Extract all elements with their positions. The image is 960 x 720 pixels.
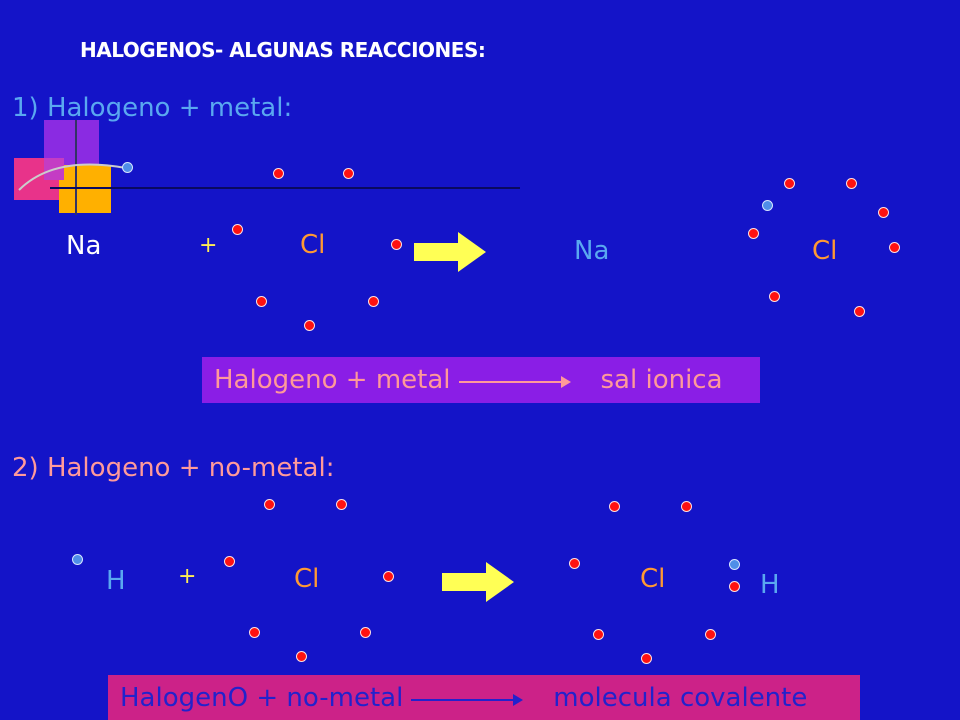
- electron-cl-product-2: [609, 501, 620, 512]
- electron-cl: [304, 320, 315, 331]
- reactant-h-label: H: [106, 566, 126, 596]
- electron-shared-h: [729, 559, 740, 570]
- electron-shared-cl: [729, 581, 740, 592]
- electron-cl-2: [249, 627, 260, 638]
- plus-sign-1: +: [199, 233, 218, 258]
- electron-cl: [273, 168, 284, 179]
- summary-banner-1: Halogeno + metal sal ionica: [202, 357, 760, 403]
- banner2-arrow-icon: [411, 693, 524, 706]
- electron-cl-2: [383, 571, 394, 582]
- electron-cl: [391, 239, 402, 250]
- electron-cl-product: [889, 242, 900, 253]
- product-na-label: Na: [574, 236, 610, 266]
- electron-cl-product: [846, 178, 857, 189]
- reactant-na-label: Na: [66, 231, 102, 261]
- electron-cl-2: [224, 556, 235, 567]
- electron-cl-product: [748, 228, 759, 239]
- reactant-cl-label: Cl: [300, 230, 326, 260]
- divider-line: [50, 187, 520, 189]
- electron-cl-2: [336, 499, 347, 510]
- electron-cl-product: [769, 291, 780, 302]
- banner2-right-text: molecula covalente: [553, 682, 808, 713]
- electron-cl: [368, 296, 379, 307]
- electron-cl-product-2: [593, 629, 604, 640]
- section2-heading: 2) Halogeno + no-metal:: [12, 453, 335, 483]
- decorative-logo-icon: [14, 120, 127, 215]
- reactant-cl-label-2: Cl: [294, 564, 320, 594]
- summary-banner-2: HalogenO + no-metal molecula covalente: [108, 675, 860, 720]
- electron-cl-2: [360, 627, 371, 638]
- electron-cl-product-2: [681, 501, 692, 512]
- reaction-arrow-1-icon: [414, 232, 486, 272]
- product-cl-label: Cl: [812, 236, 838, 266]
- banner1-arrow-icon: [458, 376, 571, 388]
- plus-sign-2: +: [178, 564, 197, 589]
- electron-cl-2: [264, 499, 275, 510]
- electron-cl-product: [784, 178, 795, 189]
- electron-cl-product: [854, 306, 865, 317]
- electron-transferred: [762, 200, 773, 211]
- product-cl-label-2: Cl: [640, 564, 666, 594]
- electron-h: [72, 554, 83, 565]
- reaction-arrow-2-icon: [442, 562, 514, 602]
- product-h-label: H: [760, 570, 780, 600]
- electron-cl-product-2: [705, 629, 716, 640]
- electron-cl-product-2: [569, 558, 580, 569]
- electron-cl-product: [878, 207, 889, 218]
- electron-cl-2: [296, 651, 307, 662]
- electron-na: [122, 162, 133, 173]
- banner1-right-text: sal ionica: [600, 365, 723, 395]
- banner1-left-text: Halogeno + metal: [214, 365, 451, 395]
- electron-cl: [232, 224, 243, 235]
- section1-heading: 1) Halogeno + metal:: [12, 93, 293, 123]
- electron-cl: [343, 168, 354, 179]
- slide-title: HALOGENOS- ALGUNAS REACCIONES:: [80, 38, 486, 62]
- electron-cl-product-2: [641, 653, 652, 664]
- banner2-left-text: HalogenO + no-metal: [120, 682, 404, 713]
- electron-cl: [256, 296, 267, 307]
